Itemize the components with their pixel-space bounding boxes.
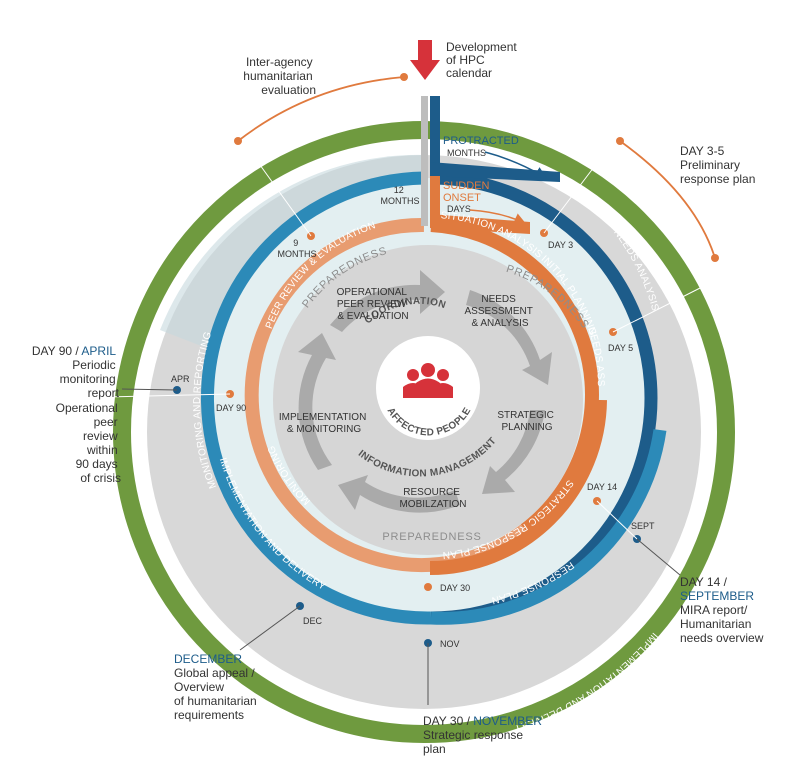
day30-annotation: DAY 30 / NOVEMBER Strategic response pla… bbox=[423, 714, 545, 756]
protracted-arrow bbox=[484, 151, 547, 179]
hpc-calendar-arrow bbox=[410, 40, 440, 80]
day90-annotation: DAY 90 / APRIL Periodic monitoring repor… bbox=[32, 344, 120, 400]
inter-agency-dot-b bbox=[400, 73, 408, 81]
protracted-tab bbox=[430, 162, 560, 182]
day3-label: DAY 3 bbox=[548, 240, 573, 250]
sudden-tab bbox=[430, 214, 530, 234]
implementation-monitoring-core: IMPLEMENTATION & MONITORING bbox=[279, 412, 369, 435]
sudden-onset-arrow bbox=[469, 209, 527, 225]
core-cycle-arrows bbox=[298, 270, 552, 513]
nov-label: NOV bbox=[440, 639, 460, 649]
resource-mobilization-core: RESOURCE MOBILZATION bbox=[399, 487, 466, 510]
twelve-months-bar bbox=[421, 96, 428, 226]
leader-lines-dark bbox=[121, 388, 681, 705]
day14-label: DAY 14 bbox=[587, 482, 617, 492]
people-icon bbox=[403, 363, 453, 398]
day90-label: DAY 90 bbox=[216, 403, 246, 413]
december-annotation: DECEMBER Global appeal / Overview of hum… bbox=[174, 652, 260, 722]
sudden-onset-unit: DAYS bbox=[447, 204, 471, 214]
day3-5-annotation: DAY 3-5 Preliminary response plan bbox=[680, 144, 755, 186]
protracted-bar bbox=[430, 96, 440, 174]
needs-assessment-core: NEEDS ASSESSMENT & ANALYSIS bbox=[465, 294, 536, 329]
operational-peer-annotation: Operational peer review within 90 days o… bbox=[56, 401, 121, 485]
preparedness-bottom: PREPAREDNESS bbox=[382, 531, 481, 543]
protracted-unit: MONTHS bbox=[447, 148, 486, 158]
inter-agency-dot-a bbox=[234, 137, 242, 145]
day30-label: DAY 30 bbox=[440, 583, 470, 593]
nine-months-label: 9 MONTHS bbox=[278, 238, 317, 259]
day5-label: DAY 5 bbox=[608, 343, 633, 353]
operational-peer-review-core: OPERATIONAL PEER REVIEW & EVALUATION bbox=[337, 287, 410, 322]
twelve-months-label: 12 MONTHS bbox=[381, 185, 420, 206]
inter-agency-annotation: Inter-agency humanitarian evaluation bbox=[243, 55, 316, 97]
apr-label: APR bbox=[171, 374, 190, 384]
day3-5-dot-a bbox=[616, 137, 624, 145]
dec-label: DEC bbox=[303, 616, 323, 626]
day3-5-dot-b bbox=[711, 254, 719, 262]
hpc-calendar-label: Development of HPC calendar bbox=[446, 40, 520, 80]
sudden-bar bbox=[430, 176, 440, 226]
sept-label: SEPT bbox=[631, 521, 655, 531]
day14-annotation: DAY 14 / SEPTEMBER MIRA report/ Humanita… bbox=[680, 575, 764, 645]
leader-lines bbox=[104, 137, 707, 540]
teal-arc bbox=[201, 171, 432, 625]
orange-arc bbox=[430, 218, 599, 536]
protracted-label: PROTRACTED bbox=[443, 135, 519, 147]
strategic-planning-core: STRATEGIC PLANNING bbox=[497, 410, 556, 433]
sudden-onset-label: SUDDEN ONSET bbox=[443, 180, 493, 204]
inter-agency-arc bbox=[237, 76, 405, 142]
day3-5-arc bbox=[619, 140, 716, 259]
orange-bottom-arc bbox=[429, 399, 607, 575]
day30-dot bbox=[424, 583, 432, 591]
teal-bottom-arc bbox=[430, 429, 667, 625]
